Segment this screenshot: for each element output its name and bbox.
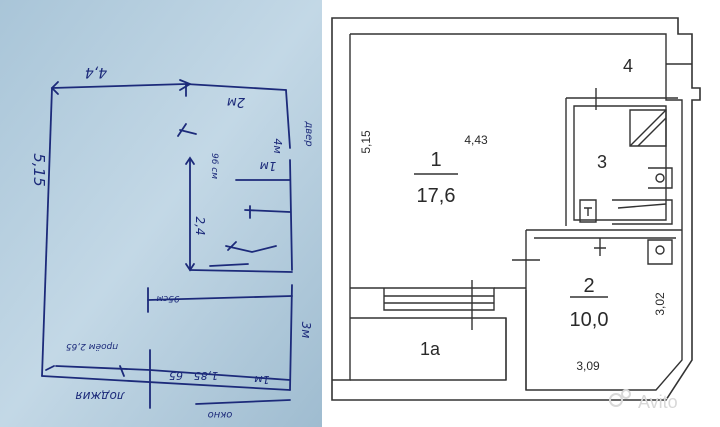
room-1a-number: 1а: [420, 339, 441, 359]
room-2-length: 3,02: [653, 292, 667, 316]
sketch-bottom-1m: 1м: [254, 373, 269, 386]
sketch-door: двер: [303, 120, 314, 146]
room-1-width: 4,43: [464, 133, 488, 147]
room-4-number: 4: [623, 56, 633, 76]
sketch-left-height: 5,15: [30, 153, 48, 186]
watermark-text: Avito: [638, 392, 678, 412]
sketch-left-95: 95см: [156, 293, 179, 303]
plan-lines: [350, 63, 692, 390]
sketch-inner-1m: 1м: [260, 159, 277, 173]
sketch-right-lower: 3м: [299, 322, 313, 339]
room-2-number: 2: [583, 275, 594, 297]
sketch-opening: проём 2,65: [66, 341, 119, 351]
room-2-width: 3,09: [576, 359, 600, 373]
room-1-number: 1: [430, 149, 441, 171]
sketch-photo: 4,4 5,15 2м двер 4м 1м 96 см 2,4 95см 3м…: [0, 0, 322, 427]
sketch-right-side: 4м: [271, 138, 284, 153]
sketch-inner-2-4: 2,4: [193, 216, 207, 235]
room-2-area: 10,0: [570, 309, 609, 331]
sketch-top-right: 2м: [227, 94, 245, 109]
room-3-number: 3: [597, 152, 607, 172]
sketch-inner-96: 96 см: [209, 153, 219, 179]
floor-plan: 5,15 4,43 1 17,6 4 3 2 10,0 3,02 3,09 1а…: [326, 0, 720, 427]
room-1-area: 17,6: [417, 185, 456, 207]
sketch-bottom-65: 65: [169, 369, 183, 382]
sketch-top-width: 4,4: [85, 64, 107, 80]
sketch-bottom-1-85: 1,85: [194, 369, 219, 382]
room-1-length: 5,15: [359, 130, 373, 154]
sketch-window: окно: [208, 409, 233, 420]
sketch-lines: [41, 79, 293, 409]
sketch-loggia: лоджия: [75, 389, 125, 403]
paper-background: [0, 0, 322, 427]
avito-watermark: Avito: [609, 389, 678, 412]
outer-wall: [331, 17, 701, 401]
